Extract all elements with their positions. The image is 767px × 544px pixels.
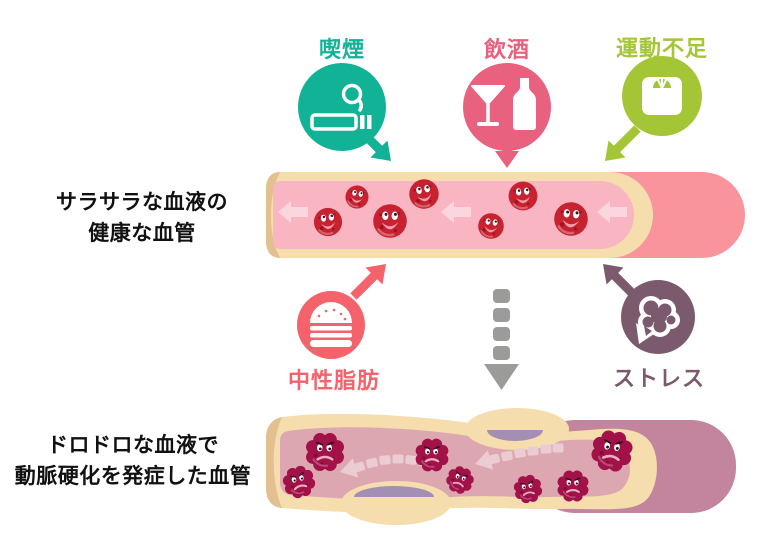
healthy-caption-line2: 健康な血管	[88, 221, 196, 245]
weight-scale-icon	[642, 77, 682, 115]
fat-label: 中性脂肪	[287, 369, 381, 394]
drinking-label: 飲酒	[483, 38, 531, 63]
diseased-vessel	[266, 408, 736, 525]
fat-arrow-icon	[344, 255, 395, 306]
drinking-circle	[463, 63, 551, 151]
diseased-caption-line1: ドロドロな血液で	[47, 433, 219, 457]
plaque-deposit-bottom	[354, 486, 434, 497]
exercise-label: 運動不足	[615, 37, 709, 62]
healthy-vessel-caption: サラサラな血液の 健康な血管	[56, 187, 228, 249]
healthy-caption-line1: サラサラな血液の	[56, 190, 228, 214]
stress-icon-group	[594, 255, 695, 354]
stress-bubble-icon	[636, 296, 680, 344]
fat-icon-group	[297, 255, 395, 359]
smoking-circle	[298, 63, 386, 151]
diseased-vessel-cut-edge	[266, 417, 282, 508]
fat-circle	[297, 291, 365, 359]
drink-icon	[471, 78, 536, 130]
drinking-icon-group	[463, 63, 551, 168]
red-blood-cell	[371, 202, 409, 240]
stress-label: ストレス	[612, 367, 706, 392]
exercise-icon-group	[596, 56, 702, 170]
healthy-vessel-cut-edge	[266, 172, 280, 258]
hamburger-icon	[310, 302, 352, 347]
wall-thickening-top	[465, 408, 569, 450]
healthy-vessel	[266, 172, 745, 258]
diseased-caption-line2: 動脈硬化を発症した血管	[14, 464, 252, 488]
smoking-icon-group	[298, 63, 400, 170]
plaque-deposit-top	[487, 430, 543, 441]
transition-down-arrow	[484, 289, 519, 390]
cigarette-icon	[310, 83, 372, 131]
smoking-label: 喫煙	[318, 38, 366, 63]
diseased-vessel-caption: ドロドロな血液で 動脈硬化を発症した血管	[15, 430, 252, 492]
